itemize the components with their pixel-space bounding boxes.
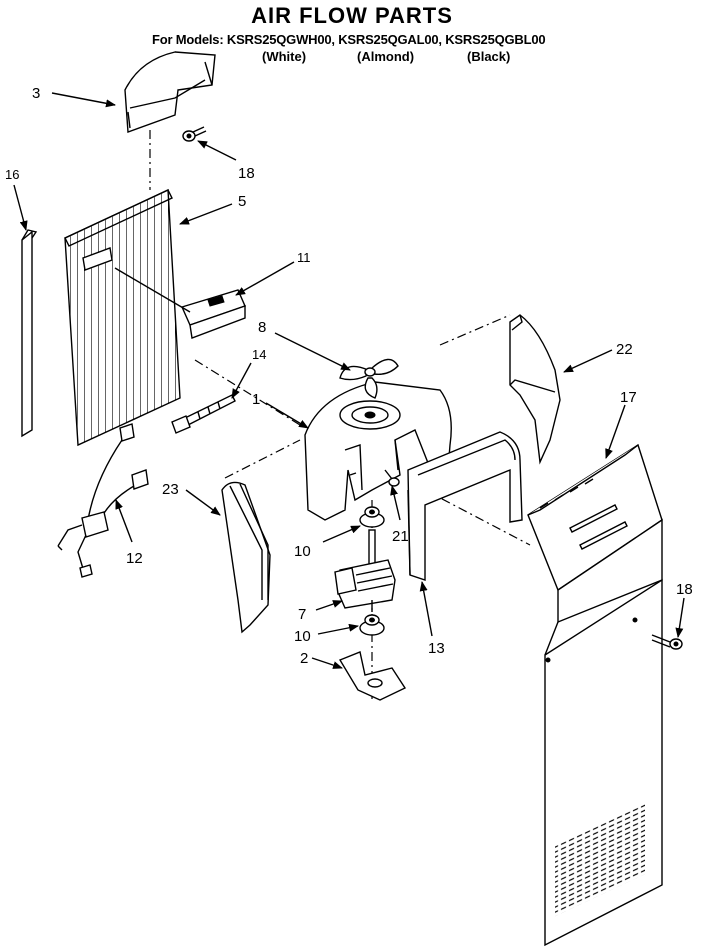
callout-22: 22 — [616, 341, 633, 358]
part-5-evaporator-cover — [64, 188, 181, 447]
models-line: For Models: KSRS25QGWH00, KSRS25QGAL00, … — [152, 32, 546, 47]
callout-14: 14 — [252, 347, 266, 362]
part-10-grommet-lower — [359, 614, 385, 636]
part-18-screw-right — [651, 634, 683, 650]
variant-black: (Black) — [467, 49, 511, 64]
part-3-air-duct — [124, 51, 216, 133]
callout-12: 12 — [126, 550, 143, 567]
callout-7: 7 — [298, 606, 306, 623]
part-14-thermistor — [171, 394, 236, 434]
part-12-wire-harness — [57, 423, 149, 578]
part-1-fan-shroud — [304, 381, 452, 521]
variant-almond: (Almond) — [357, 49, 415, 64]
callout-11: 11 — [297, 250, 311, 265]
callout-3: 3 — [32, 85, 40, 102]
callout-13: 13 — [428, 640, 445, 657]
callout-10-lower: 10 — [294, 628, 311, 645]
callout-labels: 3 18 16 5 11 8 14 1 22 17 23 12 10 21 7 … — [5, 85, 693, 667]
part-11-bracket — [114, 267, 246, 339]
part-2-motor-bracket — [338, 651, 407, 701]
callout-17: 17 — [620, 389, 637, 406]
callout-16: 16 — [5, 167, 19, 182]
part-16-gasket-strip — [21, 229, 38, 438]
callout-1: 1 — [252, 391, 260, 408]
callout-10-upper: 10 — [294, 543, 311, 560]
callout-18-top: 18 — [238, 165, 255, 182]
part-23-side-baffle — [221, 481, 271, 634]
part-17-air-channel — [527, 443, 663, 947]
part-22-upper-baffle — [509, 314, 561, 465]
callout-23: 23 — [162, 481, 179, 498]
callout-18-right: 18 — [676, 581, 693, 598]
part-18-screw-top — [182, 126, 207, 142]
leader-arrows — [13, 92, 685, 669]
callout-21: 21 — [392, 528, 409, 545]
variant-white: (White) — [262, 49, 307, 64]
callout-5: 5 — [238, 193, 246, 210]
part-13-duct-channel — [407, 431, 523, 581]
callout-8: 8 — [258, 319, 266, 336]
page-title: AIR FLOW PARTS — [251, 3, 453, 28]
part-10-grommet-upper — [359, 506, 385, 528]
callout-2: 2 — [300, 650, 308, 667]
part-8-fan-blade — [339, 358, 399, 399]
part-7-fan-motor — [334, 529, 396, 612]
